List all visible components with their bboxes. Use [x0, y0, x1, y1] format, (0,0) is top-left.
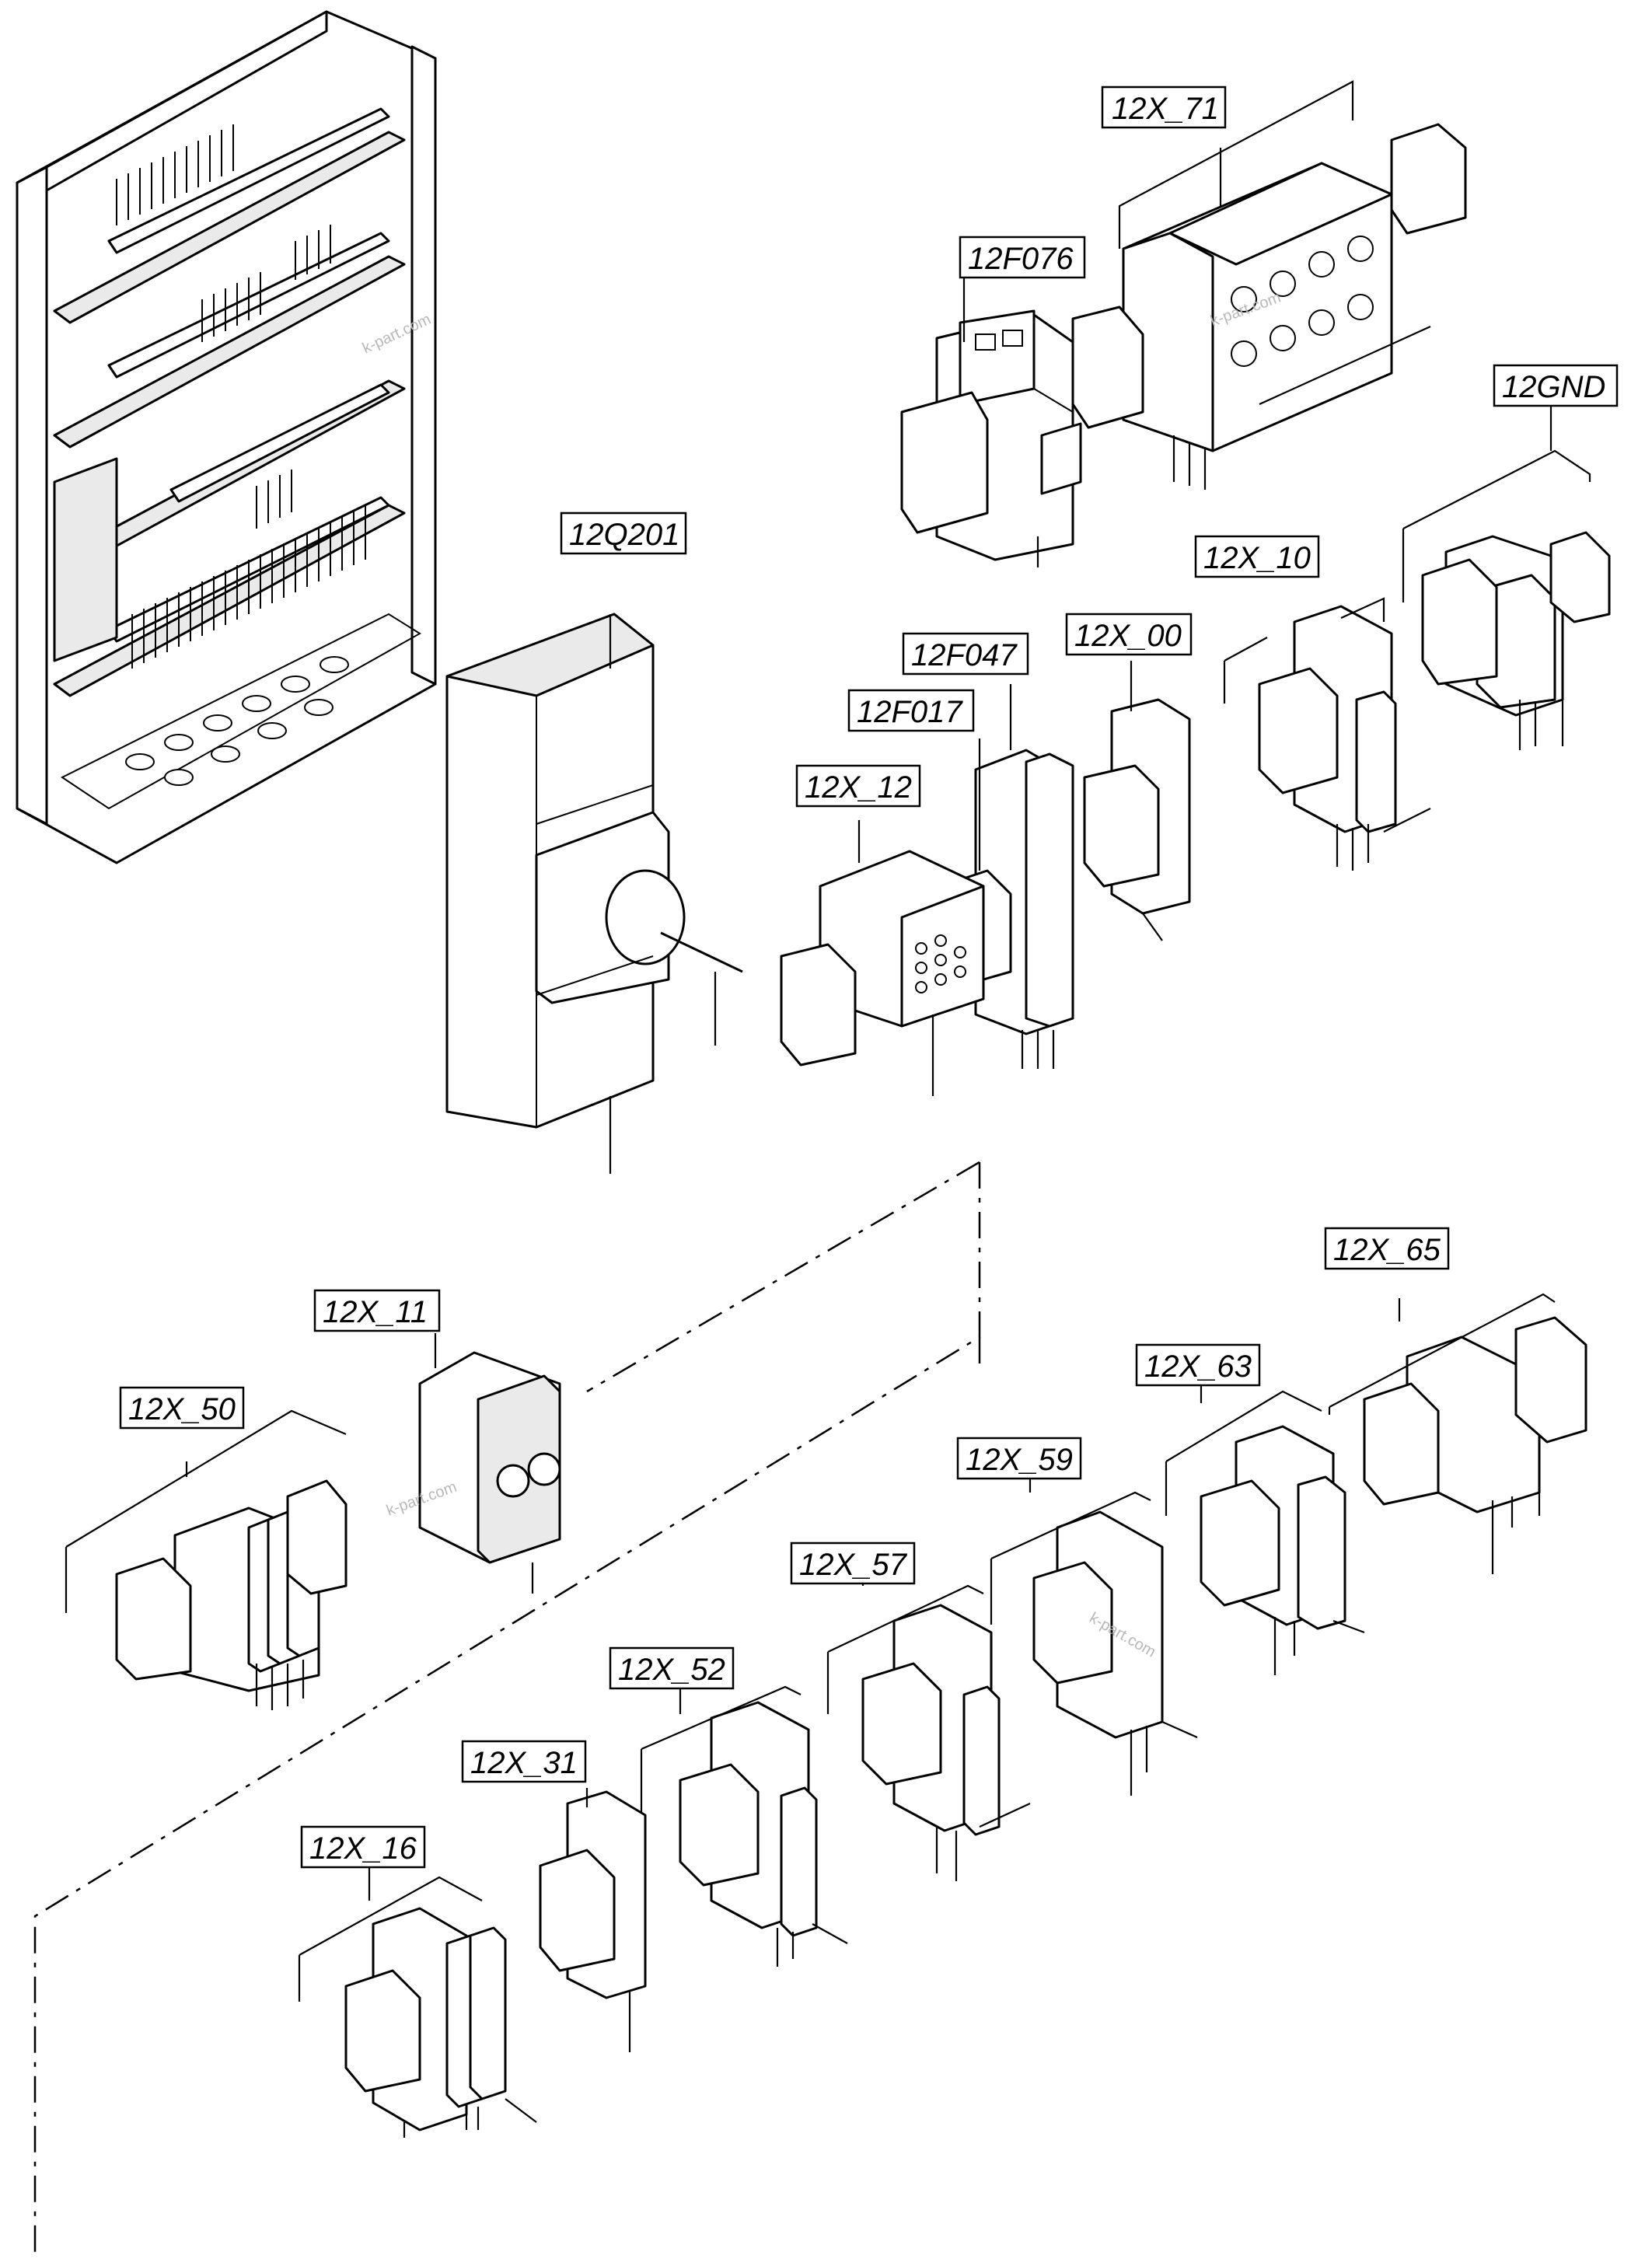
label-12q201: 12Q201: [560, 512, 687, 555]
part-12x-11: k-part.com: [384, 1333, 561, 1594]
svg-text:12F076: 12F076: [968, 242, 1074, 276]
svg-text:12F017: 12F017: [857, 695, 963, 729]
svg-text:12X_10: 12X_10: [1203, 541, 1311, 575]
part-12x-31: [539, 1788, 647, 2052]
label-12f076: 12F076: [959, 236, 1086, 279]
label-12x-16: 12X_16: [300, 1825, 426, 1869]
label-12x-57: 12X_57: [790, 1541, 916, 1585]
label-12f047: 12F047: [902, 632, 1029, 676]
part-12x-00: [1083, 661, 1191, 941]
part-12f076: [900, 257, 1082, 567]
cabinet-assembly: k-part.com: [16, 10, 437, 864]
part-12gnd: [1402, 404, 1611, 750]
svg-text:12X_11: 12X_11: [323, 1295, 428, 1329]
part-12x-71: k-part.com: [1071, 80, 1467, 490]
label-12x-50: 12X_50: [119, 1386, 245, 1430]
svg-text:12Q201: 12Q201: [569, 518, 679, 552]
part-12x-57: [826, 1566, 1031, 1881]
label-12f017: 12F017: [847, 689, 975, 732]
part-12x-63: [1165, 1380, 1365, 1675]
svg-text:12X_16: 12X_16: [309, 1831, 417, 1866]
dashed-group-boundary: [33, 1161, 981, 2258]
label-12x-31: 12X_31: [461, 1740, 587, 1783]
svg-text:12GND: 12GND: [1502, 370, 1605, 404]
part-12x-10: [1223, 597, 1431, 871]
svg-text:12X_52: 12X_52: [618, 1653, 725, 1687]
label-12x-10: 12X_10: [1194, 535, 1320, 578]
label-12x-12: 12X_12: [795, 764, 921, 808]
svg-text:12X_63: 12X_63: [1144, 1349, 1252, 1384]
label-12x-63: 12X_63: [1135, 1343, 1261, 1387]
label-12x-65: 12X_65: [1324, 1227, 1450, 1270]
svg-text:12X_57: 12X_57: [799, 1548, 908, 1582]
part-12x-65: [1328, 1293, 1587, 1574]
part-12x-52: [640, 1685, 848, 1967]
label-12x-11: 12X_11: [313, 1289, 441, 1332]
part-12x-59: k-part.com: [990, 1469, 1198, 1796]
part-12x-50: [65, 1409, 348, 1710]
svg-text:12X_65: 12X_65: [1333, 1233, 1441, 1267]
part-12q201: [445, 613, 743, 1174]
label-12x-59: 12X_59: [956, 1437, 1082, 1480]
label-12x-00: 12X_00: [1065, 613, 1193, 656]
svg-text:12X_71: 12X_71: [1112, 92, 1219, 126]
svg-text:12X_59: 12X_59: [966, 1443, 1073, 1477]
svg-text:12X_31: 12X_31: [470, 1746, 578, 1780]
svg-text:12X_50: 12X_50: [128, 1392, 236, 1426]
label-12x-71: 12X_71: [1101, 86, 1227, 129]
label-12x-52: 12X_52: [609, 1646, 735, 1690]
part-12x-16: [298, 1862, 537, 2138]
part-12x-12: [780, 820, 985, 1096]
svg-text:12X_00: 12X_00: [1074, 619, 1182, 653]
svg-text:12X_12: 12X_12: [805, 770, 912, 805]
label-12gnd: 12GND: [1493, 364, 1619, 407]
svg-text:12F047: 12F047: [911, 638, 1018, 672]
